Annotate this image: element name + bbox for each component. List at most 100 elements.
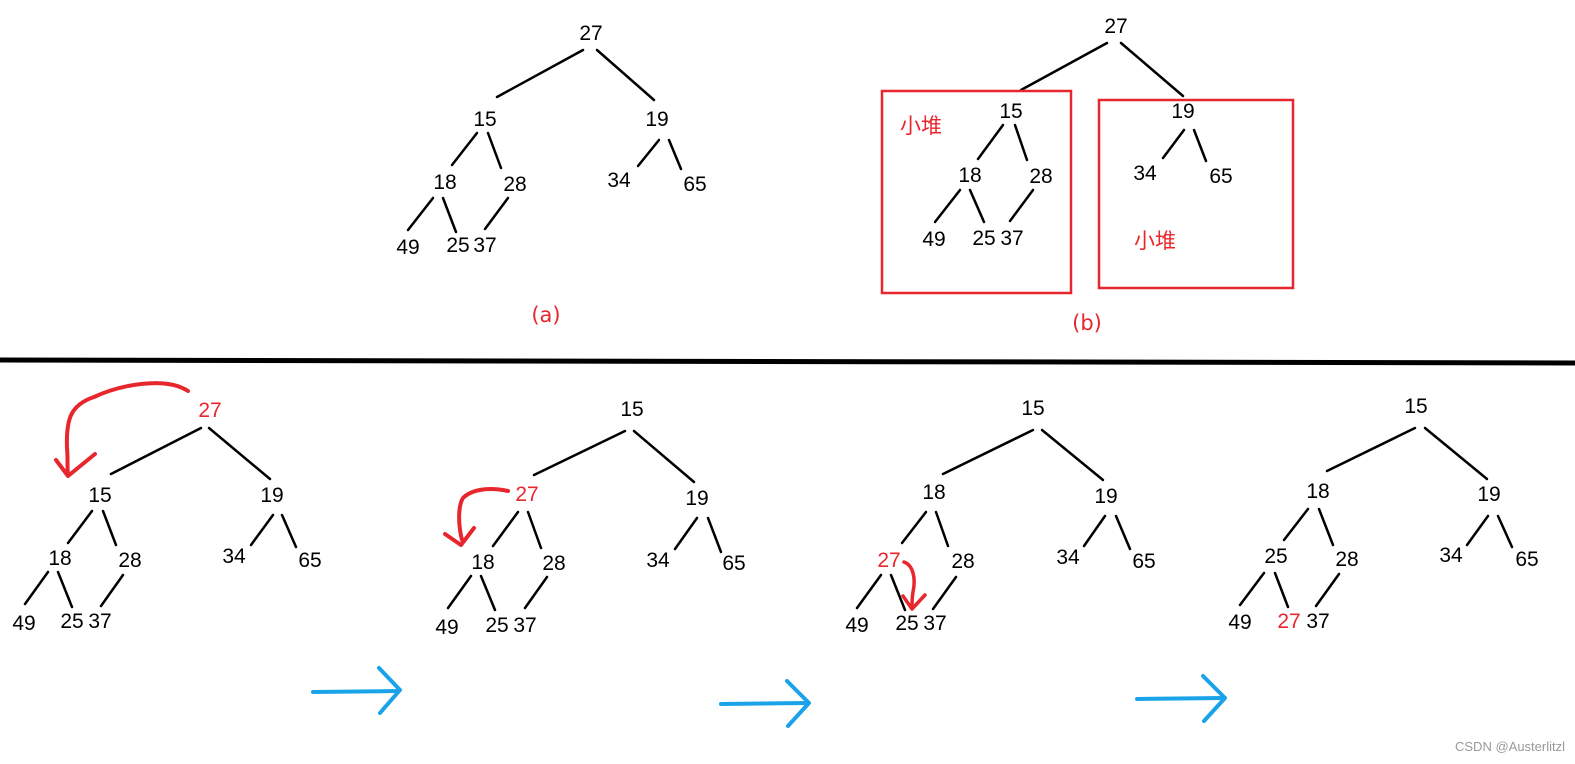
tree-node: 37 [1306,610,1329,633]
tree-node: 49 [922,228,945,251]
edge [1317,507,1335,547]
edge [673,516,699,551]
edge [941,428,1035,476]
edge [1192,128,1208,163]
edge [1008,188,1035,223]
tree-node: 37 [88,610,111,633]
edge [1013,123,1029,162]
curved-swap-arrow-icon [901,560,927,611]
tree-node: 28 [542,552,565,575]
edge [1273,571,1290,609]
tree-node: 65 [298,549,321,572]
edge [1082,514,1107,548]
tree-node: 65 [1209,165,1232,188]
tree-node: 27 [1104,15,1127,38]
step-1-tree [23,426,298,609]
edge [479,574,497,612]
tree-node: 19 [1094,485,1117,508]
edge [1465,514,1490,547]
edge [595,48,656,102]
divider-line [0,357,1575,366]
tree-node: 19 [685,487,708,510]
tree-node-highlighted: 27 [877,549,900,572]
tree-node: 28 [1335,548,1358,571]
tree-node: 34 [646,549,670,572]
edge [441,196,458,234]
edge [636,138,661,168]
tree-node: 49 [396,236,419,259]
edge [99,573,125,608]
edge [933,188,962,224]
edge [526,510,543,550]
edge [207,426,272,481]
tree-node: 25 [446,234,469,257]
edge [483,196,510,231]
edge [976,123,1005,161]
tree-node: 18 [922,481,945,504]
tree-node: 34 [1056,546,1080,569]
edge [249,513,275,547]
tree-node: 25 [1264,545,1287,568]
tree-node: 34 [222,545,246,568]
tree-node: 28 [951,550,974,573]
edge [109,426,203,476]
edge [1238,571,1266,607]
tree-node: 15 [1404,395,1427,418]
tree-node: 65 [683,173,706,196]
edge [532,429,627,477]
tree-node: 37 [513,614,536,637]
tree-node: 34 [1133,162,1157,185]
tree-node: 34 [607,169,631,192]
edge [667,138,683,171]
edge [1314,572,1341,608]
panel-a-nodes: 27 15 19 18 28 34 65 49 25 37 [396,22,706,259]
edge [66,509,94,545]
panel-b-tree [933,41,1208,224]
edge [968,188,986,224]
edge [1114,514,1132,551]
tree-node: 25 [972,227,995,250]
edge [855,573,883,610]
tree-node: 18 [958,164,981,187]
tree-node: 49 [1228,611,1251,634]
tree-node: 15 [473,108,496,131]
left-subheap-label: 小堆 [900,114,942,138]
tree-node: 27 [579,22,602,45]
right-arrow-icon [719,679,811,728]
edge [450,131,479,167]
tree-node: 25 [485,614,508,637]
edge [1423,426,1489,481]
tree-node: 37 [473,234,496,257]
tree-node: 65 [1515,548,1538,571]
tree-node: 25 [60,610,83,633]
edge [1282,507,1310,542]
tree-node: 49 [845,614,868,637]
right-arrow-icon [1135,674,1227,723]
tree-node: 37 [923,612,946,635]
edge [1161,128,1186,160]
edge [706,516,723,554]
step-3-nodes: 15 18 19 27 28 34 65 49 25 37 [845,397,1155,637]
tree-node: 15 [1021,397,1044,420]
left-subheap-box [880,89,1073,295]
edge [56,570,74,609]
tree-node: 19 [260,484,283,507]
tree-node: 49 [12,612,35,635]
step-4-tree [1238,426,1514,609]
edge [486,131,503,170]
tree-node: 34 [1439,544,1463,567]
panel-b-caption: (b) [1072,311,1102,335]
tree-node: 18 [1306,480,1329,503]
edge [446,574,473,610]
tree-node: 37 [1000,227,1023,250]
right-arrow-icon [311,666,402,715]
edge [934,510,950,548]
right-subheap-label: 小堆 [1134,229,1176,253]
tree-node: 65 [722,552,745,575]
tree-node: 65 [1132,550,1155,573]
edge [101,509,118,547]
tree-node-highlighted: 27 [1277,610,1300,633]
edge [23,570,50,606]
edge [1019,41,1109,92]
